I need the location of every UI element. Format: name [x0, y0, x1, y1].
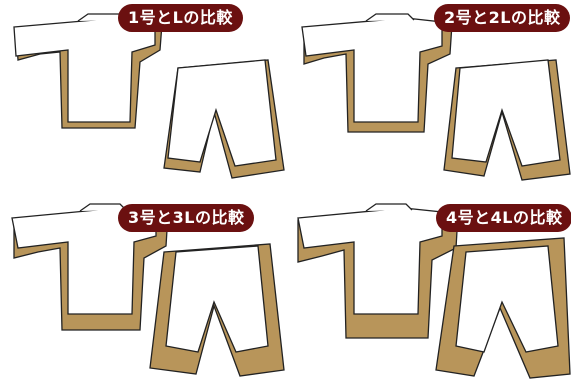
comparison-badge: 1号とLの比較 — [118, 4, 243, 32]
garment-illustration-4 — [297, 203, 571, 379]
comparison-badge: 2号と2Lの比較 — [434, 4, 571, 32]
garment-illustration-1 — [13, 13, 285, 179]
garment-illustration-2 — [301, 13, 571, 181]
comparison-panel-2: 2号と2Lの比較 — [286, 0, 571, 189]
comparison-panel-4: 4号と4Lの比較 — [286, 190, 571, 379]
comparison-badge: 4号と4Lの比較 — [436, 204, 571, 232]
comparison-badge: 3号と3Lの比較 — [118, 204, 255, 232]
garment-illustration-3 — [11, 203, 285, 377]
comparison-panel-3: 3号と3Lの比較 — [0, 190, 285, 379]
comparison-panel-1: 1号とLの比較 — [0, 0, 285, 189]
